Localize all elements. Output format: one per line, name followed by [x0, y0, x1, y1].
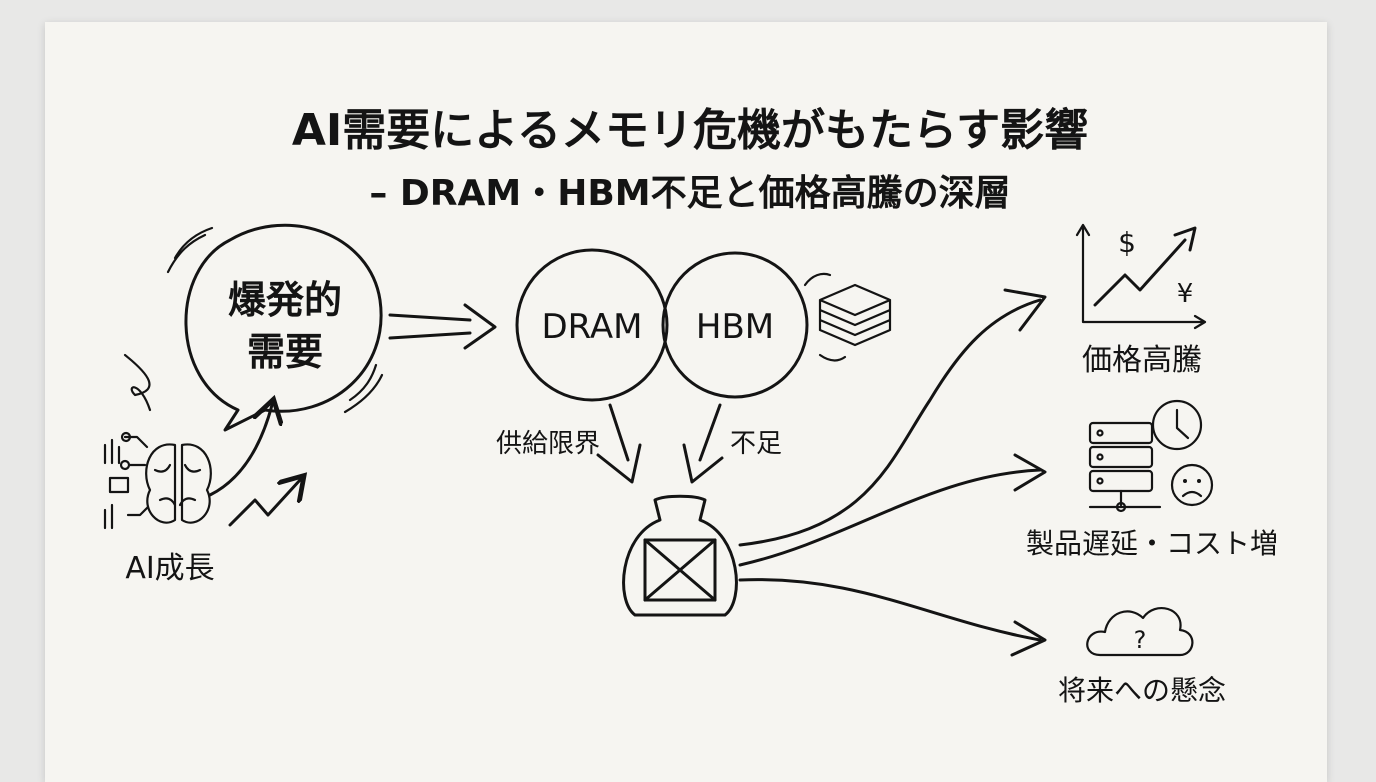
question-mark: ?	[1134, 626, 1147, 654]
arrow-head-price-icon	[1003, 288, 1047, 332]
ai-growth-label: AI成長	[125, 551, 214, 586]
shortage-down-arrow-icon	[682, 403, 724, 484]
arrow-head-delay-icon	[1013, 453, 1047, 492]
growth-arrow-icon	[208, 405, 272, 497]
supply-down-arrow-icon	[596, 403, 642, 484]
dollar-symbol: $	[1118, 226, 1136, 259]
title-line-1: AI需要によるメモリ危機がもたらす影響	[292, 105, 1088, 156]
price-chart-icon	[1075, 223, 1207, 330]
arrow-to-delay-icon	[738, 468, 1042, 567]
dram-circle	[515, 248, 669, 402]
demand-speech-bubble: 爆発的 需要	[166, 223, 384, 432]
empty-memory-pot-icon	[622, 494, 738, 617]
ai-brain-icon	[103, 353, 212, 530]
hbm-label: HBM	[696, 307, 774, 347]
arrow-head-concern-icon	[1010, 620, 1047, 657]
shortage-label: 不足	[730, 429, 782, 459]
supply-limit-label: 供給限界	[496, 429, 600, 459]
arrow-to-concern-icon	[738, 578, 1042, 642]
outcome-label-price: 価格高騰	[1082, 343, 1202, 378]
server-clock-sad-icon	[1088, 399, 1214, 513]
hbm-circle	[661, 251, 809, 399]
demand-arrow-icon	[388, 303, 497, 350]
hbm-chip-stack-icon	[803, 272, 892, 362]
yen-symbol: ¥	[1177, 279, 1194, 309]
outcome-label-concern: 将来への懸念	[1058, 674, 1226, 707]
outcome-label-delay-cost: 製品遅延・コスト増	[1026, 527, 1278, 560]
growth-zigzag-icon	[228, 480, 300, 527]
arrow-to-price-icon	[738, 298, 1042, 547]
bubble-text-line-1: 爆発的	[228, 278, 342, 322]
cloud-question-icon	[1086, 607, 1194, 657]
dram-label: DRAM	[541, 307, 642, 347]
bubble-text-line-2: 需要	[247, 330, 323, 374]
title-line-2: – DRAM・HBM不足と価格高騰の深層	[369, 173, 1010, 214]
